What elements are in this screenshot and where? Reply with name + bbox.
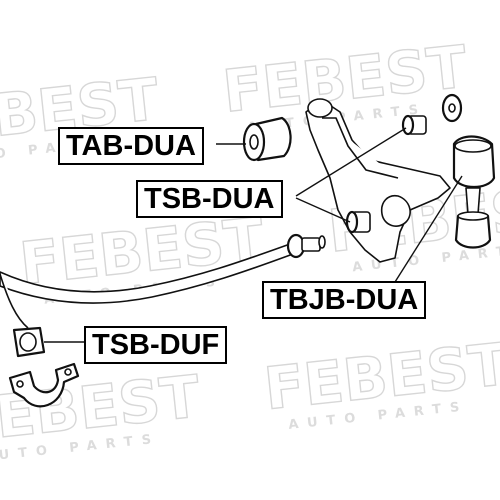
stabilizer-bushing-duf: [12, 326, 46, 358]
stabilizer-bar: [0, 243, 294, 329]
ball-joint-bushing: [452, 135, 496, 249]
bushing-bracket: [8, 362, 80, 408]
watermark-layer: FEBEST AUTO PARTS FEBEST AUTO PARTS FEBE…: [0, 32, 500, 465]
leader-lines: [44, 127, 463, 343]
arm-bushing-tab-dua: [242, 116, 292, 162]
washer-top: [441, 93, 463, 123]
leader-tsb-dua-lower: [295, 197, 351, 223]
part-label-tbjb-dua: TBJB-DUA: [262, 281, 427, 319]
part-label-tsb-duf: TSB-DUF: [84, 326, 228, 364]
part-label-tsb-dua: TSB-DUA: [136, 180, 283, 218]
leader-tbjb-dua: [394, 175, 463, 283]
small-bushing-lower: [345, 210, 371, 234]
part-label-tab-dua: TAB-DUA: [58, 127, 204, 165]
leader-tsb-dua-upper: [295, 127, 407, 197]
stabilizer-link-bushing: [286, 233, 326, 259]
watermark-brand: FEBEST: [0, 65, 162, 158]
small-bushing-upper: [401, 114, 427, 136]
control-arm: [305, 98, 451, 263]
